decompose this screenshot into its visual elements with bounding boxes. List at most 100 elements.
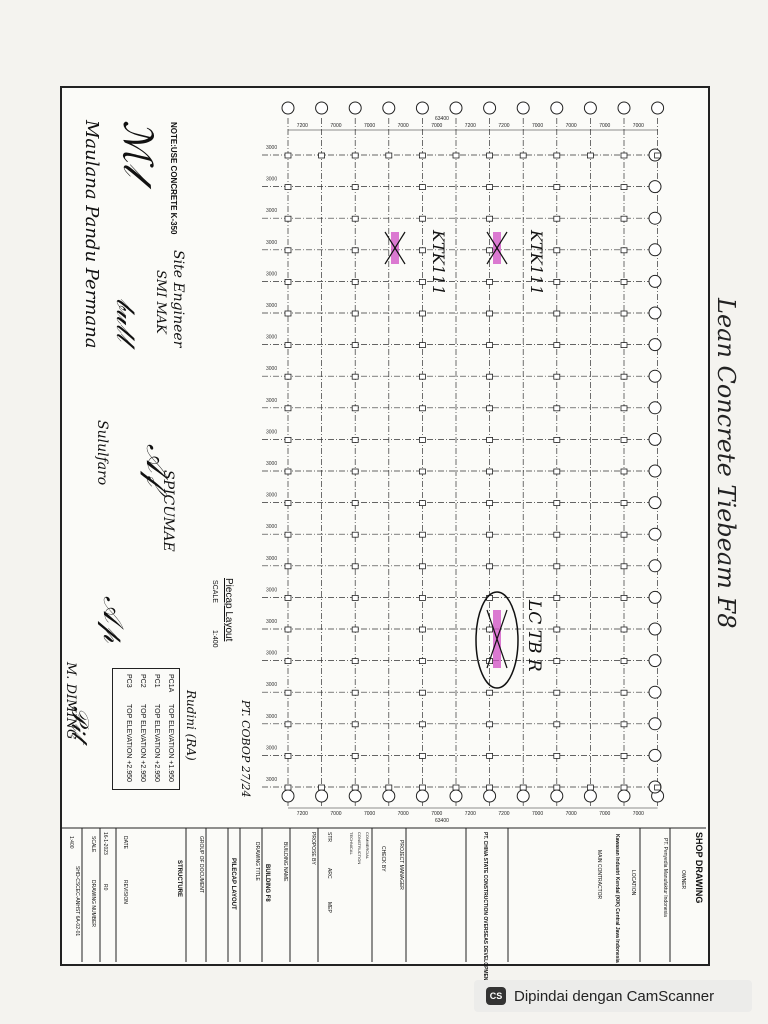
pilecap: [587, 784, 594, 791]
pilecap: [620, 595, 628, 601]
grid-bubble-top: [415, 101, 429, 115]
span-label-top: 7000: [532, 123, 543, 129]
pilecap: [519, 152, 527, 159]
pilecap: [486, 721, 494, 728]
pilecap: [452, 152, 460, 159]
pilecap: [486, 563, 494, 570]
pilecap: [284, 563, 292, 570]
pilecap: [553, 500, 561, 507]
location: Kawasan Industri Kendal (KIK) Central Ja…: [614, 834, 620, 963]
revision-label: REVISION: [122, 880, 128, 904]
pilecap: [553, 152, 561, 159]
grid-bubble-right: [648, 748, 662, 762]
pilecap: [418, 405, 426, 412]
pilecap: [587, 152, 594, 159]
span-label-top: 7000: [633, 123, 644, 129]
pilecap: [351, 184, 359, 191]
row-dimension: 3000: [266, 493, 277, 499]
grid-bubble-right: [648, 211, 662, 225]
total-span-bottom: 63400: [435, 818, 449, 824]
grid-bubble-top: [550, 101, 564, 115]
pilecap: [553, 595, 561, 601]
location-label: LOCATION: [630, 870, 636, 896]
grid-bubble-top: [483, 101, 497, 115]
span-label-top: 7200: [297, 123, 308, 129]
pilecap: [351, 278, 359, 285]
grid-bubble-right: [648, 432, 662, 446]
pilecap: [418, 721, 426, 728]
row-dimension: 3000: [266, 271, 277, 277]
row-dimension: 3000: [266, 682, 277, 688]
pilecap: [284, 310, 292, 317]
pilecap: [620, 658, 628, 664]
pilecap: [351, 689, 359, 696]
pilecap: [284, 689, 292, 696]
span-label-top: 7000: [364, 123, 375, 129]
span-label-top: 7000: [398, 123, 409, 129]
pilecap: [351, 658, 359, 664]
drawing-title-label: DRAWING TITLE: [254, 842, 260, 881]
total-span-top: 63400: [435, 116, 449, 122]
camscanner-badge: CS Dipindai dengan CamScanner: [474, 980, 752, 1012]
pilecap: [620, 689, 628, 696]
pilecap: [418, 563, 426, 570]
pilecap: [620, 184, 628, 191]
pilecap: [284, 658, 292, 664]
span-label-bottom: 7000: [532, 811, 543, 817]
pilecap: [620, 342, 628, 349]
owner-label: OWNER: [680, 870, 686, 890]
pilecap: [284, 500, 292, 507]
pilecap: [620, 405, 628, 412]
pilecap: [351, 595, 359, 601]
discipline-arc: ARC: [326, 868, 332, 879]
pilecap: [351, 247, 359, 254]
row-dimension: 3000: [266, 714, 277, 720]
pilecap: [418, 626, 426, 633]
span-label-bottom: 7000: [566, 811, 577, 817]
pilecap-legend: [112, 668, 180, 790]
row-dimension: 3000: [266, 398, 277, 404]
building-name-label: BUILDING NAME: [282, 842, 288, 882]
pilecap: [620, 215, 628, 222]
pilecap: [553, 721, 561, 728]
pilecap: [620, 784, 628, 791]
grid-bubble-top: [449, 101, 463, 115]
pilecap: [620, 626, 628, 633]
pilecap: [284, 247, 292, 254]
pilecap: [620, 247, 628, 254]
span-label-top: 7000: [599, 123, 610, 129]
pilecap: [486, 753, 494, 759]
span-label-bottom: 7000: [633, 811, 644, 817]
pilecap: [620, 373, 628, 380]
pilecap: [620, 310, 628, 317]
grid-bubble-right: [648, 369, 662, 383]
grid-bubble-right: [648, 685, 662, 699]
pilecap: [553, 658, 561, 664]
pilecap: [486, 405, 494, 412]
pilecap: [486, 689, 494, 696]
span-label-bottom: 7000: [364, 811, 375, 817]
owner-name: PT. Penyedia Manufaktur Indonesia: [662, 838, 668, 917]
pilecap: [553, 215, 561, 222]
pilecap: [318, 152, 326, 159]
pilecap: [418, 184, 426, 191]
span-label-top: 7000: [431, 123, 442, 129]
tiebeam-mark-a-cross-b: [384, 231, 406, 265]
drawing-number-label: DRAWING NUMBER: [90, 880, 96, 928]
grid-bubble-right: [648, 559, 662, 573]
grid-bubble-top: [348, 101, 362, 115]
span-label-bottom: 7000: [330, 811, 341, 817]
discipline-mep: MEP: [326, 902, 332, 913]
camscanner-text: Dipindai dengan CamScanner: [514, 987, 715, 1005]
pilecap: [553, 373, 561, 380]
pilecap: [486, 468, 494, 475]
pilecap: [418, 689, 426, 696]
grid-bubble-top: [651, 101, 665, 115]
pilecap: [351, 468, 359, 475]
camscanner-logo-icon: CS: [486, 987, 506, 1005]
pilecap: [284, 215, 292, 222]
drawing-title: PILECAP LAYOUT: [230, 858, 236, 910]
main-contractor-label: MAIN CONTRACTOR: [596, 850, 602, 900]
grid-bubble-right: [648, 590, 662, 604]
